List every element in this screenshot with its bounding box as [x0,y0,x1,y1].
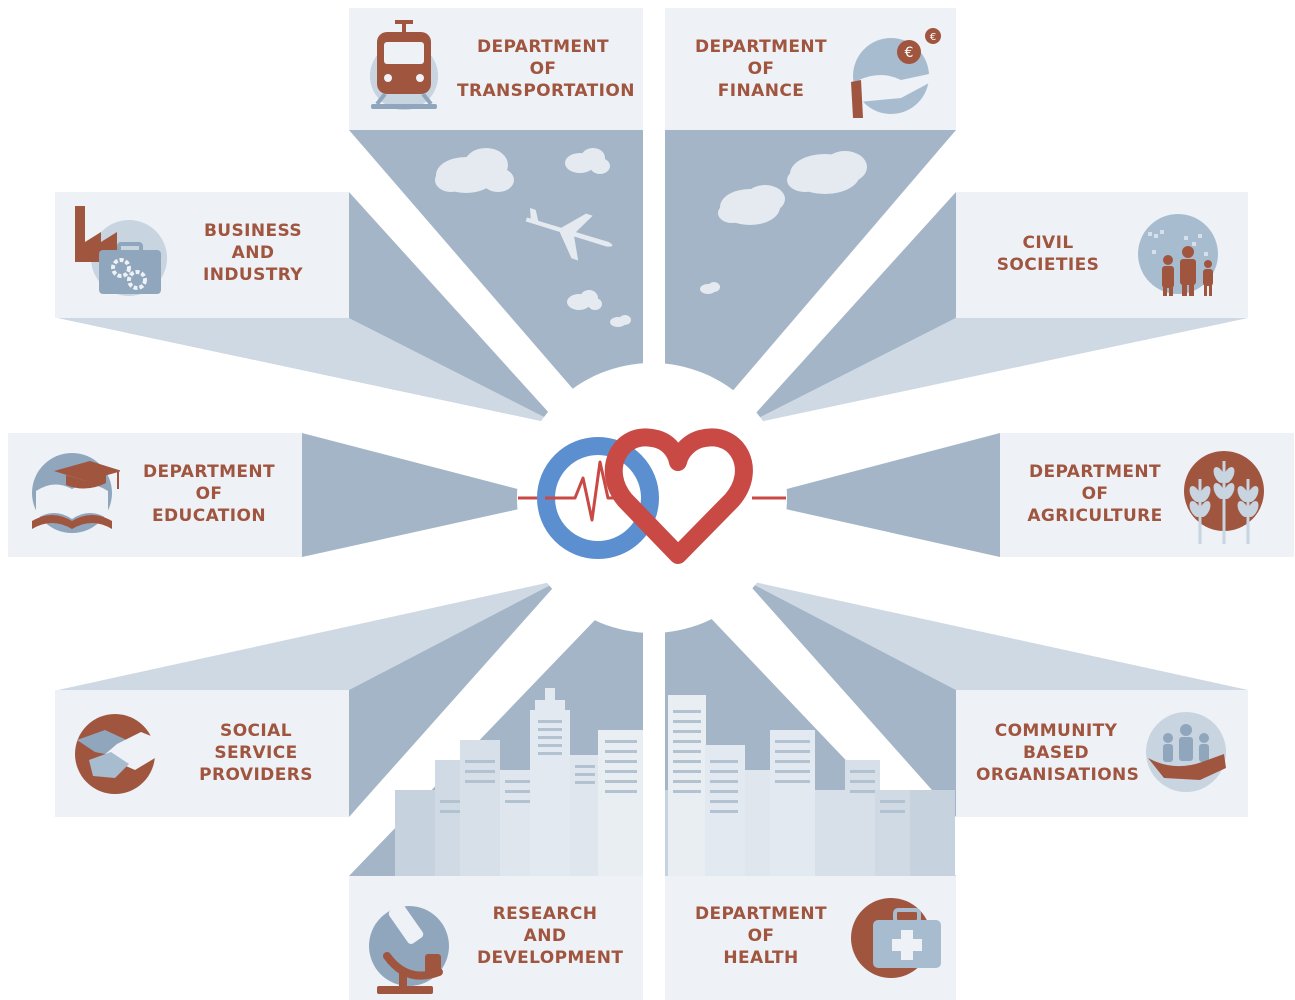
clouds [435,148,867,327]
beam-community-dark [745,580,956,817]
first-aid-kit-icon [851,898,941,978]
train-icon [370,20,438,110]
heart-and-ring-logo [518,428,786,564]
beam-civil-light [745,318,1248,425]
beam-community-light [745,580,1248,690]
euro-coin-hand-icon: € € [851,28,941,118]
airplane-icon [525,208,613,261]
beam-business-light [58,318,560,425]
beam-social-dark [349,580,560,817]
wheat-icon [1184,451,1264,544]
beam-agriculture [745,433,1000,557]
beam-top-left [349,130,643,470]
city-right [665,695,955,876]
beam-civil-dark [745,192,956,425]
hand-people-icon [1146,712,1226,792]
beam-education [302,433,560,557]
handshake-icon [75,714,161,794]
svg-text:€: € [930,32,936,43]
globe-family-icon [1138,214,1218,296]
graduation-book-icon [32,453,120,533]
beam-social-light [58,580,560,690]
svg-text:€: € [905,45,914,61]
city-left [395,688,643,876]
microscope-icon [369,897,449,994]
factory-gears-icon [75,206,167,296]
